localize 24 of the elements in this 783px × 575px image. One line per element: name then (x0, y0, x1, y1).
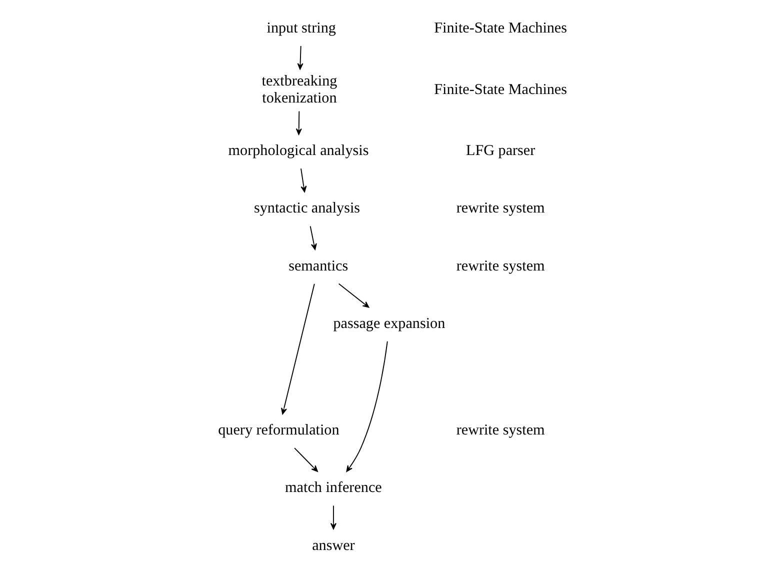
label: Finite-State Machines (434, 82, 567, 98)
arrow (295, 110, 302, 135)
arrow (338, 283, 369, 308)
arrow (330, 505, 336, 530)
node-text: semantics (288, 258, 348, 274)
arrow (296, 46, 303, 70)
arrow (300, 168, 306, 192)
label: LFG parser (465, 143, 535, 160)
label: Finite-State Machines (434, 20, 567, 36)
arrow (346, 340, 388, 472)
node-text: passage expansion (332, 316, 445, 332)
node-text: match inference (284, 480, 382, 496)
label: rewrite system (456, 258, 544, 274)
node-text: textbreaking tokenization (261, 73, 337, 106)
label: rewrite system (456, 200, 544, 217)
arrow (280, 283, 314, 414)
node-text: query reformulation (218, 422, 339, 439)
arrow (294, 448, 318, 472)
node-text: morphological analysis (228, 143, 368, 160)
arrow (309, 226, 316, 250)
node-text: input string (266, 20, 336, 36)
node-text: answer (312, 538, 354, 554)
label: rewrite system (456, 422, 544, 439)
node-text: syntactic analysis (254, 200, 360, 217)
